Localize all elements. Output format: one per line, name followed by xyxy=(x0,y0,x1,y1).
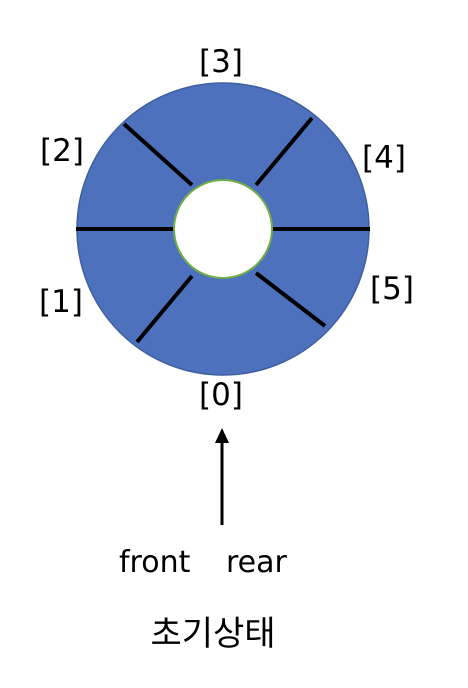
slot-label-0: [0] xyxy=(199,377,243,413)
front-label: front xyxy=(119,545,191,580)
slot-divider xyxy=(254,271,327,328)
slot-labels: [0] [1] [2] [3] [4] [5] xyxy=(39,44,414,413)
state-caption: 초기상태 xyxy=(150,614,275,654)
arrow-head xyxy=(215,428,229,443)
slot-divider xyxy=(122,122,194,187)
pointer-arrow xyxy=(215,428,229,525)
inner-hole xyxy=(173,179,273,279)
queue-ring xyxy=(76,82,370,376)
rear-label: rear xyxy=(226,545,288,580)
slot-divider xyxy=(135,274,194,344)
slot-label-3: [3] xyxy=(199,44,243,80)
slot-label-2: [2] xyxy=(40,133,84,169)
slot-label-4: [4] xyxy=(362,140,406,176)
slot-label-5: [5] xyxy=(370,271,414,307)
slot-label-1: [1] xyxy=(39,284,83,320)
slot-divider xyxy=(254,116,314,187)
